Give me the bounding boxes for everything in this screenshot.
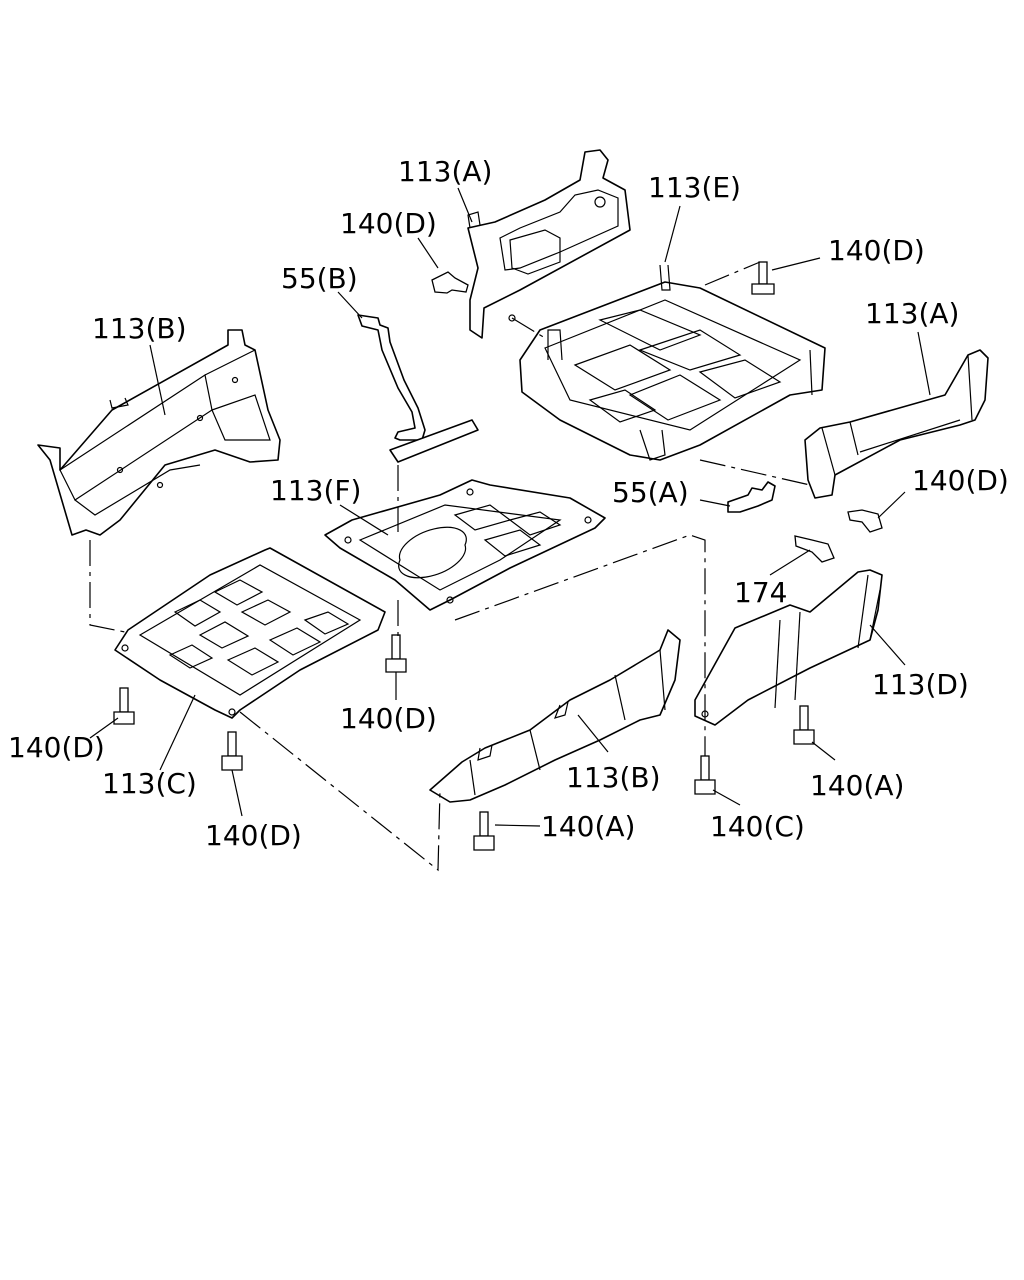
- label-55b: 55(B): [281, 262, 358, 295]
- bolt-140a-a: [473, 811, 495, 851]
- label-140a-right: 140(A): [810, 769, 904, 802]
- bolt-140d-b: [751, 261, 775, 295]
- label-140d-center: 140(D): [340, 702, 437, 735]
- label-140d-bottom: 140(D): [205, 819, 302, 852]
- label-55a: 55(A): [612, 476, 689, 509]
- label-140d-top-right: 140(D): [828, 234, 925, 267]
- label-140d-left: 140(D): [8, 731, 105, 764]
- leader-lines: [89, 187, 931, 827]
- part-55b: [357, 314, 479, 463]
- label-113b-lower: 113(B): [566, 761, 661, 794]
- callout-labels: 113(A) 140(D) 113(E) 140(D) 55(B) 113(B)…: [8, 155, 1009, 852]
- label-140d-right: 140(D): [912, 464, 1009, 497]
- part-113b-lower: [429, 629, 681, 803]
- label-174: 174: [734, 576, 787, 609]
- bolt-140d-f: [221, 731, 243, 771]
- bolt-140d-c: [847, 509, 883, 533]
- label-113d: 113(D): [872, 668, 969, 701]
- part-113b-upper: [37, 329, 281, 536]
- part-113e: [519, 264, 826, 461]
- part-113d: [694, 569, 883, 726]
- part-113a-right: [804, 349, 989, 499]
- bolt-140d-a: [431, 271, 469, 294]
- part-55a: [727, 481, 776, 513]
- label-113f: 113(F): [270, 474, 361, 507]
- label-113a-right: 113(A): [865, 297, 959, 330]
- label-113c: 113(C): [102, 767, 197, 800]
- label-113b-upper: 113(B): [92, 312, 187, 345]
- assembly-lines: [89, 261, 811, 872]
- bolt-140a-b: [793, 705, 815, 745]
- bolt-140d-e: [113, 687, 135, 725]
- label-113a-top: 113(A): [398, 155, 492, 188]
- label-140c: 140(C): [710, 810, 805, 843]
- label-113e: 113(E): [648, 171, 741, 204]
- label-140a-bottom: 140(A): [541, 810, 635, 843]
- bolt-140d-d: [385, 634, 407, 673]
- part-113c: [114, 547, 386, 719]
- part-113a-upper: [467, 149, 631, 339]
- bolt-174: [794, 535, 835, 563]
- bolt-140c: [694, 755, 716, 795]
- part-113f: [324, 479, 606, 611]
- label-140d-top: 140(D): [340, 207, 437, 240]
